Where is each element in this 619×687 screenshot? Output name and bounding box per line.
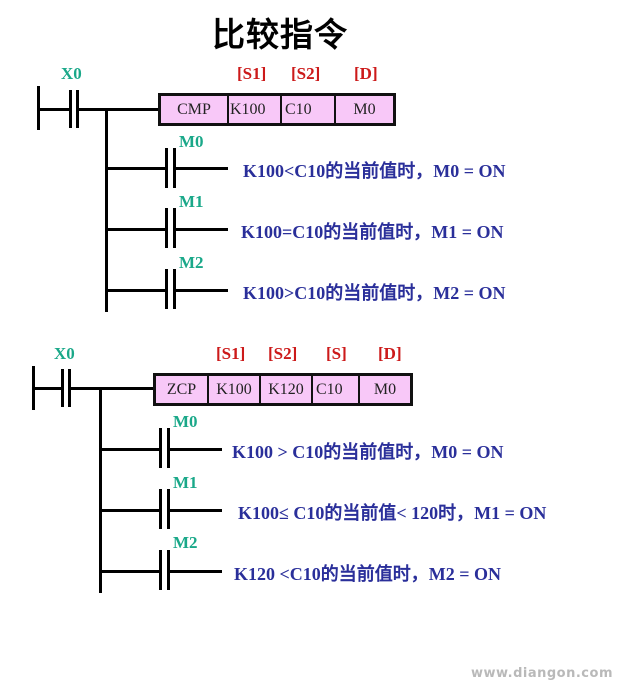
contact-m0-left-plate <box>165 148 168 188</box>
contact-label-x0: X0 <box>61 64 82 83</box>
rung-wire <box>175 167 228 170</box>
param-label-s1: [S1] <box>237 64 267 83</box>
param-label-s1: [S1] <box>216 344 246 363</box>
rung-wire <box>169 509 222 512</box>
contact-m1-left-plate <box>159 489 162 529</box>
rung-wire <box>175 289 228 292</box>
cell-opcode: CMP <box>161 96 229 123</box>
rung-description: K120 <C10的当前值时，M2 = ON <box>234 564 502 584</box>
rung-wire <box>70 387 155 390</box>
cell-s1: K100 <box>209 376 261 403</box>
rung-wire <box>32 387 62 390</box>
contact-x0-right-plate <box>76 90 79 128</box>
cell-s2: K120 <box>261 376 313 403</box>
contact-x0-left-plate <box>69 90 72 128</box>
cell-s: C10 <box>313 376 360 403</box>
rung-description: K100≤ C10的当前值< 120时，M1 = ON <box>238 503 547 523</box>
rung-wire <box>99 448 160 451</box>
contact-x0-left-plate <box>61 369 64 407</box>
zcp-instruction-box: ZCP K100 K120 C10 M0 <box>153 373 413 406</box>
contact-label-m2: M2 <box>179 253 204 272</box>
contact-m2-right-plate <box>167 550 170 590</box>
rung-wire <box>175 228 228 231</box>
contact-m2-right-plate <box>173 269 176 309</box>
rung-description: K100 > C10的当前值时，M0 = ON <box>232 442 504 462</box>
cmp-instruction-box: CMP K100 C10 M0 <box>158 93 396 126</box>
rung-wire <box>169 448 222 451</box>
rung-description: K100>C10的当前值时，M2 = ON <box>243 283 506 303</box>
contact-label-m1: M1 <box>173 473 198 492</box>
branch-bus <box>105 108 108 312</box>
cell-d: M0 <box>353 101 376 118</box>
rung-wire <box>169 570 222 573</box>
contact-label-m0: M0 <box>179 132 204 151</box>
contact-label-m2: M2 <box>173 533 198 552</box>
cell-d: M0 <box>373 381 397 398</box>
contact-m0-left-plate <box>159 428 162 468</box>
rung-description: K100=C10的当前值时，M1 = ON <box>241 222 504 242</box>
contact-m1-left-plate <box>165 208 168 248</box>
param-label-d: [D] <box>354 64 378 83</box>
branch-bus <box>99 387 102 593</box>
cell-opcode: ZCP <box>156 376 209 403</box>
cell-s1: K100 <box>229 96 282 123</box>
param-label-d: [D] <box>378 344 402 363</box>
page-title: 比较指令 <box>212 15 348 54</box>
rung-wire <box>105 167 166 170</box>
contact-m1-right-plate <box>173 208 176 248</box>
cell-s2: C10 <box>282 96 336 123</box>
rung-wire <box>78 108 160 111</box>
contact-m2-left-plate <box>159 550 162 590</box>
contact-label-x0: X0 <box>54 344 75 363</box>
rung-wire <box>105 228 166 231</box>
rung-wire <box>99 570 160 573</box>
watermark: www.diangon.com <box>470 666 613 681</box>
rung-description: K100<C10的当前值时，M0 = ON <box>243 161 506 181</box>
contact-label-m0: M0 <box>173 412 198 431</box>
contact-m1-right-plate <box>167 489 170 529</box>
param-label-s: [S] <box>326 344 347 363</box>
rung-wire <box>37 108 70 111</box>
contact-m0-right-plate <box>167 428 170 468</box>
contact-x0-right-plate <box>68 369 71 407</box>
contact-m2-left-plate <box>165 269 168 309</box>
contact-label-m1: M1 <box>179 192 204 211</box>
rung-wire <box>105 289 166 292</box>
param-label-s2: [S2] <box>291 64 321 83</box>
param-label-s2: [S2] <box>268 344 298 363</box>
contact-m0-right-plate <box>173 148 176 188</box>
rung-wire <box>99 509 160 512</box>
